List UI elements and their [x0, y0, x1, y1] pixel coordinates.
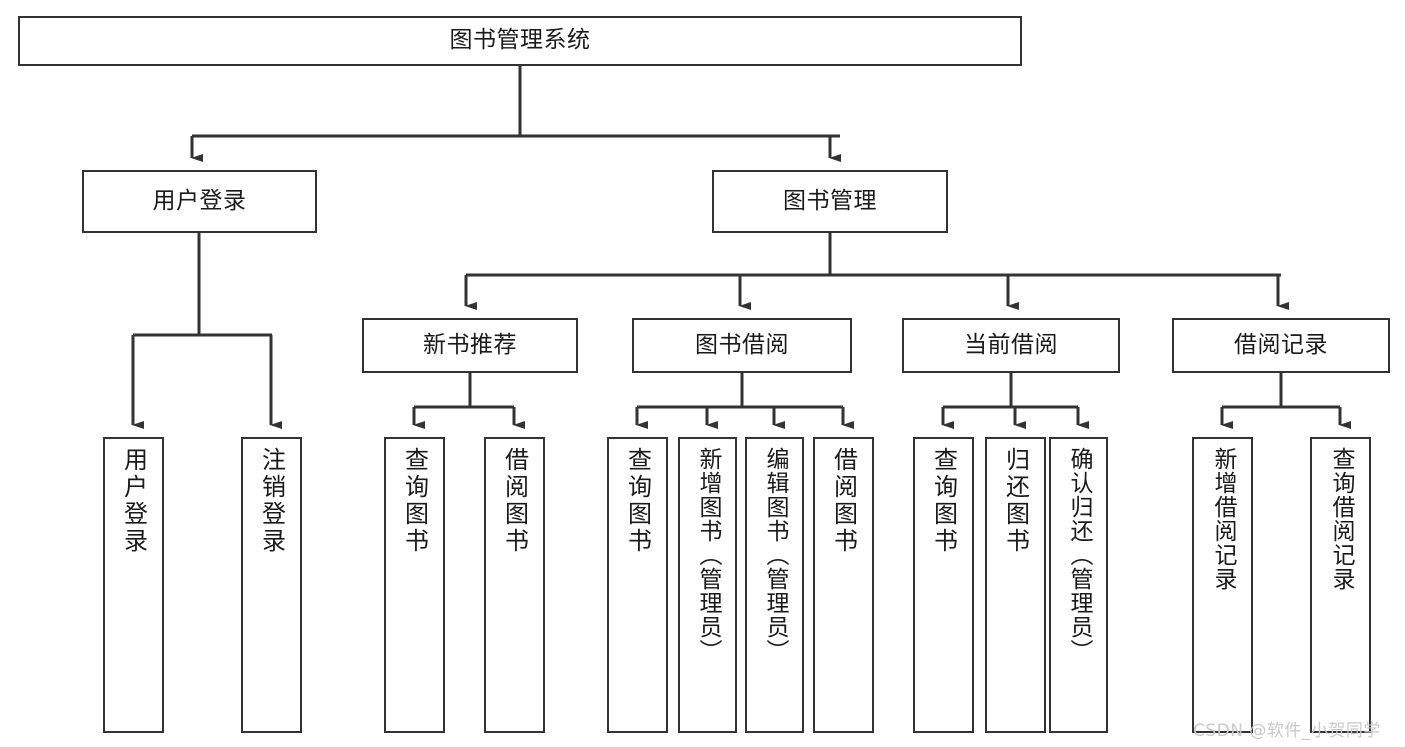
node-borrow-record-label: 借阅记录: [1234, 331, 1328, 358]
node-user-login-label: 用户登录: [152, 187, 247, 214]
node-leaf-query-book-3[interactable]: 查询图书: [913, 437, 974, 733]
node-leaf-query-book-2[interactable]: 查询图书: [607, 437, 668, 733]
node-leaf-user-login[interactable]: 用户登录: [103, 437, 164, 733]
node-leaf-query-book-1-label: 查询图书: [400, 447, 429, 555]
node-leaf-borrow-book-2[interactable]: 借阅图书: [813, 437, 874, 733]
node-leaf-borrow-book-1-label: 借阅图书: [500, 447, 529, 555]
node-leaf-edit-book-label: 编辑图书（管理员）: [762, 447, 788, 663]
node-leaf-edit-book[interactable]: 编辑图书（管理员）: [745, 437, 804, 733]
node-leaf-return-book-label: 归还图书: [1001, 447, 1030, 555]
node-leaf-borrow-book-1[interactable]: 借阅图书: [484, 437, 545, 733]
node-leaf-add-book[interactable]: 新增图书（管理员）: [678, 437, 737, 733]
csdn-watermark: CSDN @软件_小贺同学: [1193, 721, 1381, 741]
node-leaf-confirm-return-label: 确认归还（管理员）: [1066, 447, 1092, 663]
node-leaf-logout-label: 注销登录: [257, 447, 286, 555]
node-leaf-logout[interactable]: 注销登录: [241, 437, 302, 733]
node-leaf-query-book-3-label: 查询图书: [929, 447, 958, 555]
node-leaf-add-record[interactable]: 新增借阅记录: [1192, 437, 1253, 733]
node-user-login[interactable]: 用户登录: [82, 170, 317, 233]
node-leaf-user-login-label: 用户登录: [119, 447, 148, 555]
node-book-borrow-label: 图书借阅: [695, 331, 789, 358]
node-leaf-query-book-2-label: 查询图书: [623, 447, 652, 555]
node-leaf-confirm-return[interactable]: 确认归还（管理员）: [1049, 437, 1108, 733]
node-leaf-query-record[interactable]: 查询借阅记录: [1310, 437, 1371, 733]
node-leaf-query-book-1[interactable]: 查询图书: [384, 437, 445, 733]
node-leaf-return-book[interactable]: 归还图书: [985, 437, 1046, 733]
node-book-borrow[interactable]: 图书借阅: [632, 318, 852, 373]
node-leaf-query-record-label: 查询借阅记录: [1328, 447, 1354, 591]
node-book-management[interactable]: 图书管理: [712, 170, 948, 233]
node-borrow-record[interactable]: 借阅记录: [1172, 318, 1390, 373]
node-book-management-label: 图书管理: [783, 187, 877, 214]
node-new-book-recommend[interactable]: 新书推荐: [362, 318, 578, 373]
node-leaf-add-record-label: 新增借阅记录: [1210, 447, 1236, 591]
node-leaf-add-book-label: 新增图书（管理员）: [695, 447, 721, 663]
node-root-label: 图书管理系统: [449, 27, 591, 54]
node-leaf-borrow-book-2-label: 借阅图书: [829, 447, 858, 555]
node-current-borrow-label: 当前借阅: [964, 331, 1058, 358]
node-current-borrow[interactable]: 当前借阅: [902, 318, 1120, 373]
node-root[interactable]: 图书管理系统: [18, 16, 1022, 66]
node-new-book-recommend-label: 新书推荐: [423, 331, 517, 358]
